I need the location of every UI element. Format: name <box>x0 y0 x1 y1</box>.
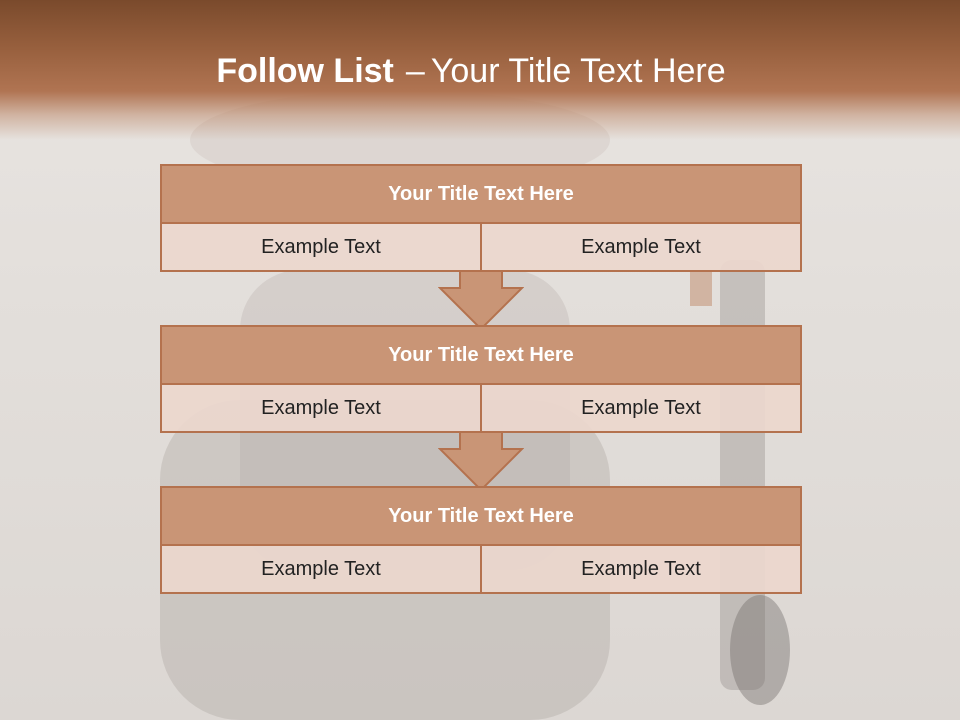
block-right-cell: Example Text <box>480 222 802 272</box>
block-right-cell: Example Text <box>480 383 802 433</box>
block-right-cell: Example Text <box>480 544 802 594</box>
block-title: Your Title Text Here <box>160 486 802 546</box>
slide-title-dash: – <box>405 52 425 90</box>
block-left-cell: Example Text <box>160 383 482 433</box>
block-left-cell: Example Text <box>160 222 482 272</box>
down-arrow-icon <box>438 270 524 331</box>
slide-title-bold: Follow List <box>216 52 394 90</box>
block-left-cell: Example Text <box>160 544 482 594</box>
slide-title-rest: Your Title Text Here <box>430 52 726 90</box>
slide-title: Follow List–Your Title Text Here <box>0 52 942 91</box>
block-title: Your Title Text Here <box>160 325 802 385</box>
title-band <box>0 0 960 140</box>
block-title: Your Title Text Here <box>160 164 802 224</box>
down-arrow-icon <box>438 431 524 492</box>
